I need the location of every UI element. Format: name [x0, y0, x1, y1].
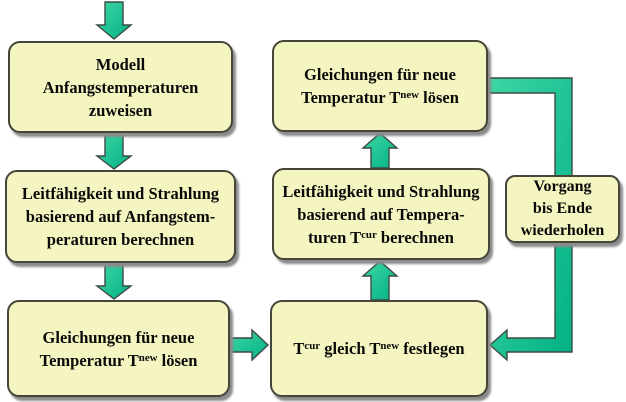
- text-line: turen Tcur berechnen: [308, 227, 454, 247]
- arrow-tcur-to-leitfaehigkeit-icon: [361, 260, 399, 301]
- node-vorgang-wiederholen: Vorgang bis Ende wiederholen: [505, 175, 620, 243]
- text-line: Gleichungen für neue: [42, 327, 195, 347]
- arrow-gleichungen-to-tcur-icon: [229, 328, 270, 362]
- node-gleichungen-loesen-mid: Gleichungen für neue Temperatur Tnew lös…: [272, 40, 488, 132]
- text-line: Anfangstemperaturen: [42, 77, 199, 97]
- text-line: Tcur gleich Tnew festlegen: [293, 339, 465, 358]
- text-line: peraturen berechnen: [46, 230, 195, 249]
- node-modell-anfangstemperaturen: Modell Anfangstemperaturen zuweisen: [8, 41, 233, 133]
- superscript-new: new: [380, 340, 400, 353]
- arrow-leitfaehigkeit-to-gleichungen-icon: [94, 262, 134, 300]
- arrow-leitfaehigkeit-to-gleichungen-mid-icon: [361, 132, 399, 169]
- text-line: Gleichungen für neue: [304, 65, 456, 84]
- text-line: Temperatur Tnew lösen: [39, 350, 198, 370]
- arrow-modell-to-leitfaehigkeit-icon: [94, 132, 134, 170]
- superscript-new: new: [138, 351, 158, 364]
- text-line: zuweisen: [88, 100, 153, 120]
- text-line: bis Ende: [532, 200, 593, 217]
- node-leitfaehigkeit-anfangstemperaturen: Leitfähigkeit und Strahlung basierend au…: [5, 170, 236, 263]
- text-line: Temperatur Tnew lösen: [301, 88, 459, 107]
- node-leitfaehigkeit-tcur: Leitfähigkeit und Strahlung basierend au…: [272, 168, 490, 260]
- superscript-cur: cur: [304, 340, 321, 353]
- text-line: Leitfähigkeit und Strahlung: [21, 184, 220, 203]
- node-gleichungen-loesen-left: Gleichungen für neue Temperatur Tnew lös…: [7, 300, 230, 397]
- text-line: basierend auf Tempera-: [297, 204, 465, 224]
- text-line: wiederholen: [520, 222, 605, 239]
- superscript-cur: cur: [361, 228, 377, 241]
- text-line: basierend auf Anfangstem-: [25, 207, 216, 226]
- start-arrow-icon: [95, 1, 133, 40]
- text-line: Vorgang: [533, 178, 592, 195]
- node-tcur-gleich-tnew: Tcur gleich Tnew festlegen: [270, 300, 488, 397]
- superscript-new: new: [400, 89, 419, 102]
- text-line: Modell: [95, 54, 146, 74]
- text-line: Leitfähigkeit und Strahlung: [282, 181, 480, 201]
